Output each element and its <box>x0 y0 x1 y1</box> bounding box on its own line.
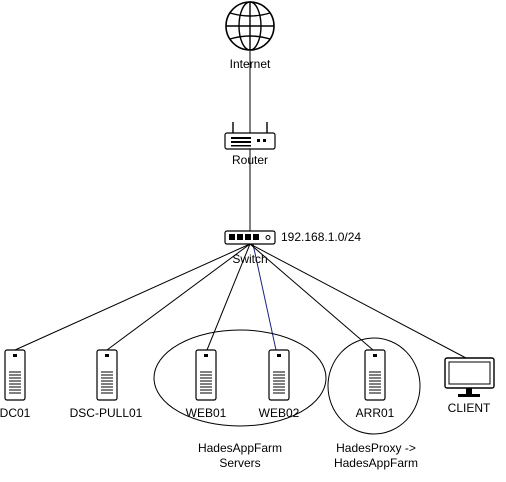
web02-label: WEB02 <box>259 406 300 420</box>
subnet-label: 192.168.1.0/24 <box>281 230 361 244</box>
link-switch-dsc-pull01 <box>106 243 251 351</box>
web01-label: WEB01 <box>186 406 227 420</box>
dsc-pull01-label: DSC-PULL01 <box>70 406 143 420</box>
server-icon-dsc-pull01 <box>96 349 118 401</box>
link-switch-client <box>249 243 467 359</box>
link-switch-web02 <box>252 243 277 351</box>
server-icon-arr01 <box>364 349 386 401</box>
switch-icon <box>224 230 276 245</box>
group-hades-app-farm <box>153 329 327 427</box>
link-switch-dc01 <box>14 243 251 351</box>
link-switch-arr01 <box>249 243 374 351</box>
globe-icon <box>225 1 275 51</box>
dc01-label: DC01 <box>0 406 31 420</box>
router-label: Router <box>232 153 268 167</box>
hades-proxy-caption-line2: HadesAppFarm <box>334 456 418 470</box>
monitor-icon <box>444 357 495 397</box>
hades-app-farm-caption-line1: HadesAppFarm <box>198 441 282 455</box>
arr01-label: ARR01 <box>356 406 395 420</box>
hades-proxy-caption-line1: HadesProxy -> <box>336 441 416 455</box>
switch-label: Switch <box>232 252 267 266</box>
hades-app-farm-caption-line2: Servers <box>219 456 260 470</box>
router-icon <box>224 122 276 150</box>
server-icon-web01 <box>195 349 217 401</box>
group-hades-proxy <box>327 337 421 435</box>
internet-label: Internet <box>230 57 271 71</box>
server-icon-dc01 <box>4 349 26 401</box>
client-label: CLIENT <box>448 401 491 415</box>
connection-lines <box>14 51 467 359</box>
server-icon-web02 <box>268 349 290 401</box>
